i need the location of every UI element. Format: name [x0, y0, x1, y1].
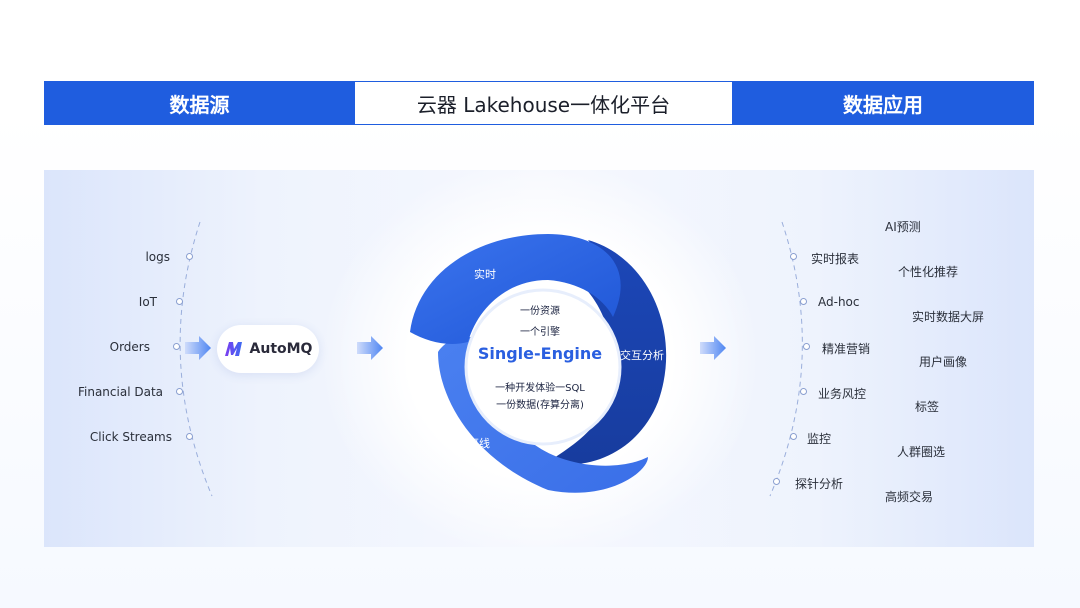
application-label: 精准营销	[822, 342, 871, 356]
application-label: AI预测	[885, 220, 921, 234]
source-label-orders: Orders	[109, 340, 150, 354]
source-node-dot	[186, 433, 193, 440]
application-label: 实时报表	[811, 252, 860, 266]
source-node-dot	[173, 343, 180, 350]
ring-segment-offline	[438, 336, 648, 493]
application-label: 标签	[915, 400, 940, 414]
source-node-dot	[176, 298, 183, 305]
application-label: 用户画像	[919, 355, 968, 369]
flow-arrow-icon	[357, 336, 383, 360]
engine-core-circle	[464, 288, 622, 446]
ring-label-realtime: 实时	[474, 268, 496, 281]
header-data-sources: 数据源	[44, 81, 355, 125]
application-label: 业务风控	[818, 387, 867, 401]
engine-title: Single-Engine	[477, 344, 603, 363]
engine-line-storage: 一份数据(存算分离)	[496, 400, 584, 411]
flow-arrow-icon	[700, 336, 726, 360]
application-label: 实时数据大屏	[912, 310, 985, 324]
engine-line-sql: 一种开发体验一SQL	[495, 383, 585, 394]
ring-label-interactive: 交互分析	[620, 349, 664, 362]
application-node-dot	[790, 253, 797, 260]
application-label: 探针分析	[795, 477, 844, 491]
header-bar: 数据源 云器 Lakehouse一体化平台 数据应用	[44, 81, 1034, 125]
application-label: 高频交易	[885, 490, 934, 504]
automq-badge: AutoMQ	[217, 325, 319, 373]
application-node-dot	[790, 433, 797, 440]
source-node-dot	[176, 388, 183, 395]
engine-line-resource: 一份资源	[520, 306, 560, 317]
engine-line-engine: 一个引擎	[520, 327, 560, 338]
source-node-dot	[186, 253, 193, 260]
source-label-logs: logs	[145, 250, 170, 264]
source-label-click-streams: Click Streams	[89, 430, 172, 444]
automq-name: AutoMQ	[249, 341, 313, 357]
single-engine-ring	[410, 234, 667, 493]
application-dashed-arc	[769, 221, 803, 497]
ring-segment-interactive	[548, 240, 667, 465]
header-platform-title: 云器 Lakehouse一体化平台	[355, 81, 732, 125]
application-node-dot	[800, 298, 807, 305]
source-label-financial-data: Financial Data	[77, 385, 163, 399]
application-label: Ad-hoc	[818, 295, 860, 309]
application-label: 监控	[807, 432, 832, 446]
header-data-applications: 数据应用	[732, 81, 1034, 125]
application-label: 个性化推荐	[898, 265, 959, 279]
automq-logo-icon	[224, 342, 242, 356]
flow-arrow-icon	[185, 336, 211, 360]
application-node-dot	[800, 388, 807, 395]
ring-segment-realtime	[410, 234, 621, 344]
application-node-dot	[803, 343, 810, 350]
source-label-iot: IoT	[138, 295, 157, 309]
application-label: 人群圈选	[897, 445, 946, 459]
ring-label-offline: 离线	[468, 437, 490, 450]
application-node-dot	[773, 478, 780, 485]
